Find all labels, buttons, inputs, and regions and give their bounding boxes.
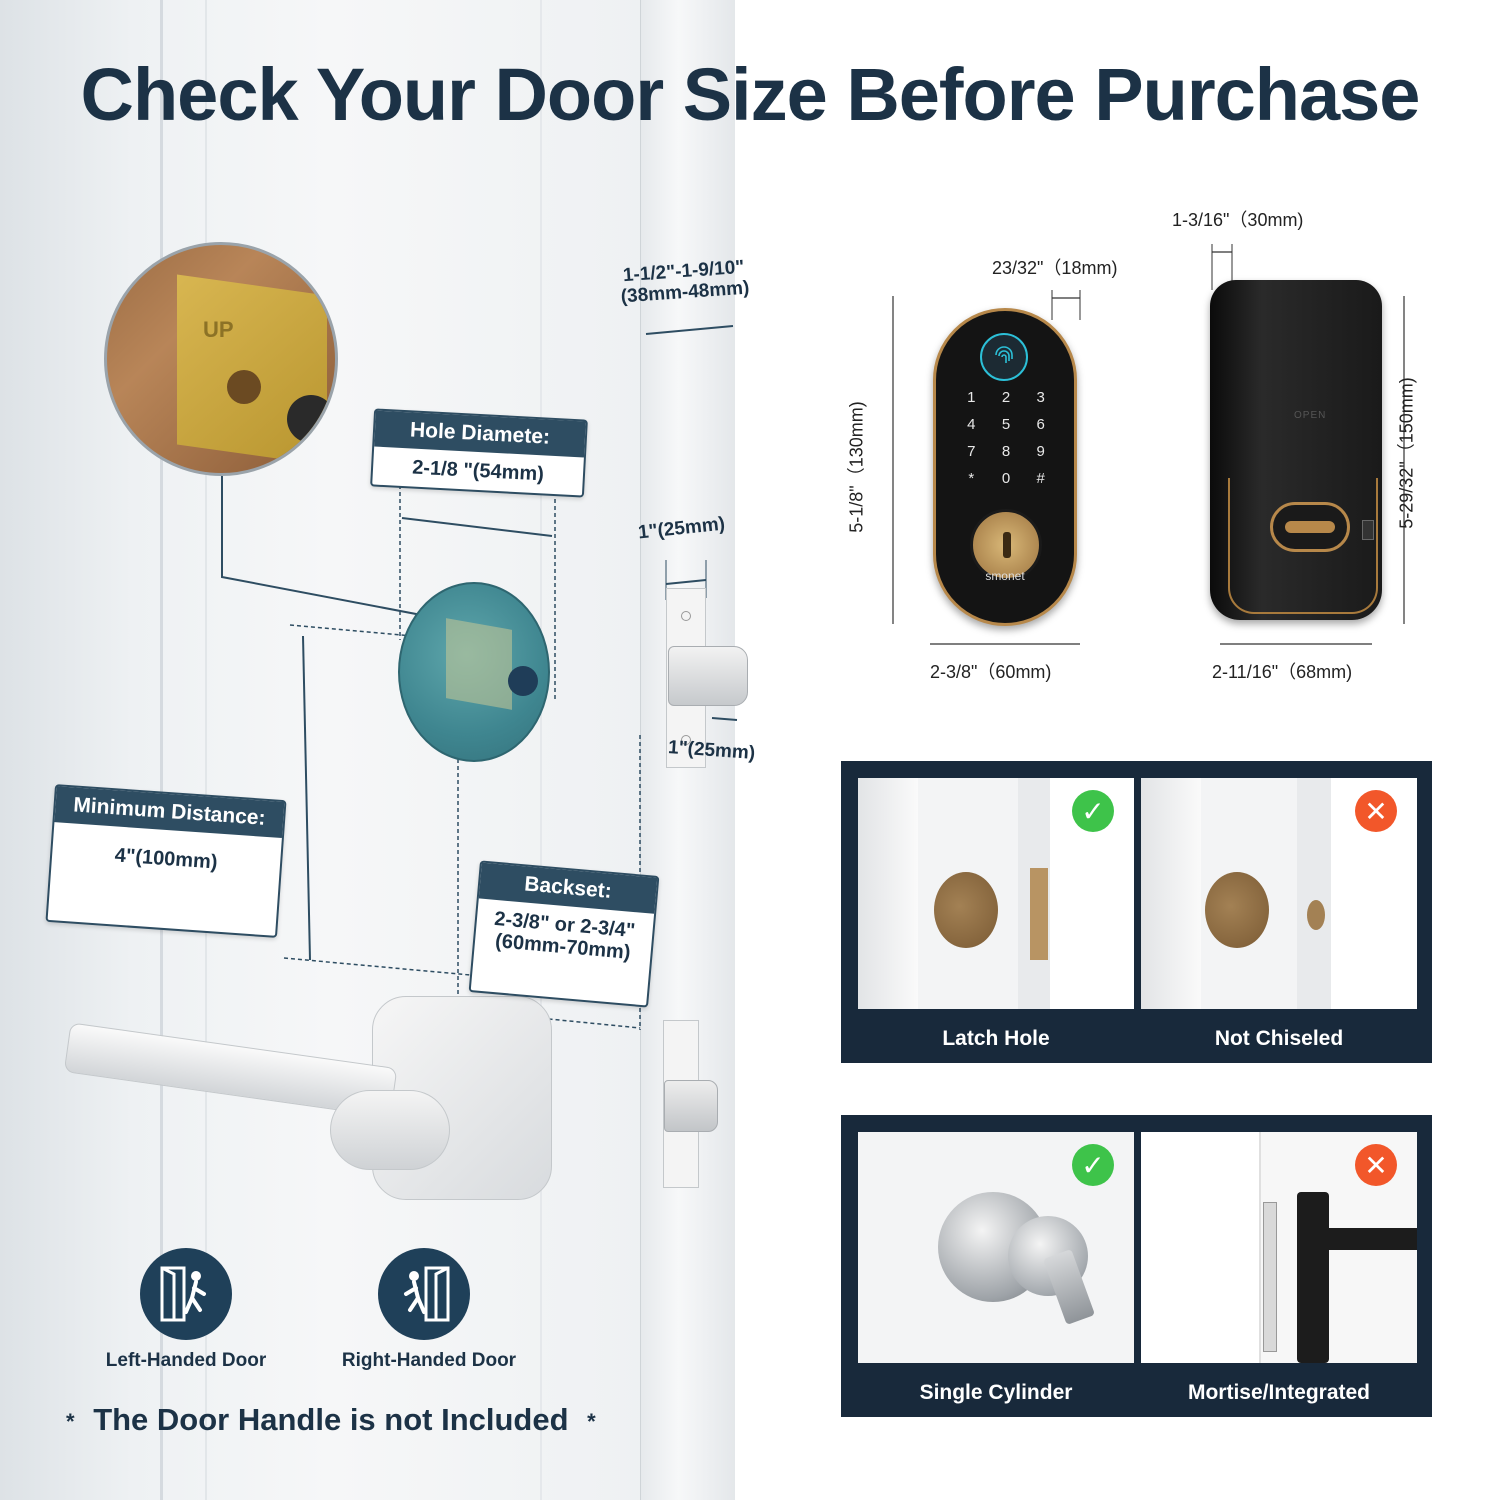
up-marking: UP: [203, 317, 234, 342]
back-height-label: 5-29/32"（150mm): [1396, 377, 1417, 529]
back-width-label: 2-11/16"（68mm): [1212, 662, 1353, 682]
thumb-turn[interactable]: [1270, 502, 1350, 552]
lock-trim: [1228, 478, 1378, 614]
fingerprint-icon: [980, 333, 1028, 381]
open-label: OPEN: [1294, 410, 1327, 421]
keypad-lock-front: 1 2 3 4 5 6 7 8 9 * 0 # smonet: [933, 308, 1077, 626]
cross-icon: ✕: [1355, 1144, 1397, 1186]
check-icon: ✓: [1072, 1144, 1114, 1186]
latch-bolt: [668, 646, 748, 706]
front-depth-label: 23/32"（18mm): [992, 258, 1118, 278]
key-cylinder: [970, 509, 1042, 581]
backset-card: Backset: 2-3/8" or 2-3/4" (60mm-70mm): [468, 860, 660, 1008]
key-3[interactable]: 3: [1036, 389, 1045, 406]
left-handed-door-icon: [140, 1248, 232, 1340]
key-0[interactable]: 0: [1001, 470, 1011, 487]
keypad-grid: 1 2 3 4 5 6 7 8 9 * 0 #: [954, 389, 1058, 487]
key-hash[interactable]: #: [1036, 470, 1045, 487]
key-9[interactable]: 9: [1036, 443, 1045, 460]
strike-plate-detail: UP: [104, 242, 338, 476]
key-1[interactable]: 1: [967, 389, 976, 406]
brand-logo: smonet: [985, 569, 1025, 583]
single-cylinder-tile: ✓: [858, 1132, 1134, 1363]
min-distance-card: Minimum Distance: 4"(100mm): [45, 784, 287, 938]
door-panel-edge: [540, 0, 542, 1500]
latch-compare-panel: ✓ ✕ Latch Hole Not Chiseled: [841, 761, 1432, 1063]
not-chiseled-tile: ✕: [1141, 778, 1417, 1009]
lock-type-compare-panel: ✓ ✕ Single Cylinder Mortise/Integrated: [841, 1115, 1432, 1417]
mortise-tile: ✕: [1141, 1132, 1417, 1363]
front-width-label: 2-3/8"（60mm): [930, 662, 1052, 682]
cross-icon: ✕: [1355, 790, 1397, 832]
hole-diameter-card: Hole Diamete: 2-1/8 "(54mm): [370, 408, 588, 498]
latch-hole-caption: Latch Hole: [942, 1027, 1050, 1050]
key-5[interactable]: 5: [1001, 416, 1011, 433]
strike-bolt: [664, 1080, 718, 1132]
battery-switch: [1362, 520, 1374, 540]
key-8[interactable]: 8: [1001, 443, 1011, 460]
door-background: [0, 0, 735, 1500]
key-2[interactable]: 2: [1001, 389, 1011, 406]
back-depth-label: 1-3/16"（30mm): [1172, 210, 1304, 230]
door-thickness-label: 1-1/2"-1-9/10" (38mm-48mm): [619, 257, 750, 309]
key-4[interactable]: 4: [967, 416, 976, 433]
key-6[interactable]: 6: [1036, 416, 1045, 433]
bore-hole: [398, 582, 550, 762]
note-text: The Door Handle is not Included: [93, 1402, 569, 1437]
left-handed-door-label: Left-Handed Door: [105, 1350, 267, 1371]
door-panel-edge: [205, 0, 207, 1500]
handle-not-included-note: * The Door Handle is not Included *: [66, 1402, 596, 1438]
right-handed-door-label: Right-Handed Door: [341, 1350, 517, 1371]
lock-interior-body: OPEN: [1210, 280, 1382, 620]
mortise-caption: Mortise/Integrated: [1187, 1381, 1371, 1404]
door-handle-hub: [330, 1090, 450, 1170]
key-7[interactable]: 7: [967, 443, 976, 460]
check-icon: ✓: [1072, 790, 1114, 832]
note-star-left: *: [66, 1408, 75, 1434]
single-cylinder-caption: Single Cylinder: [919, 1381, 1073, 1404]
key-star[interactable]: *: [968, 470, 975, 487]
latch-hole-tile: ✓: [858, 778, 1134, 1009]
note-star-right: *: [587, 1408, 596, 1434]
not-chiseled-caption: Not Chiseled: [1214, 1027, 1344, 1050]
right-handed-door-icon: [378, 1248, 470, 1340]
door-panel-edge: [160, 0, 163, 1500]
page-title: Check Your Door Size Before Purchase: [80, 53, 1421, 136]
front-height-label: 5-1/8"（130mm): [846, 401, 867, 533]
